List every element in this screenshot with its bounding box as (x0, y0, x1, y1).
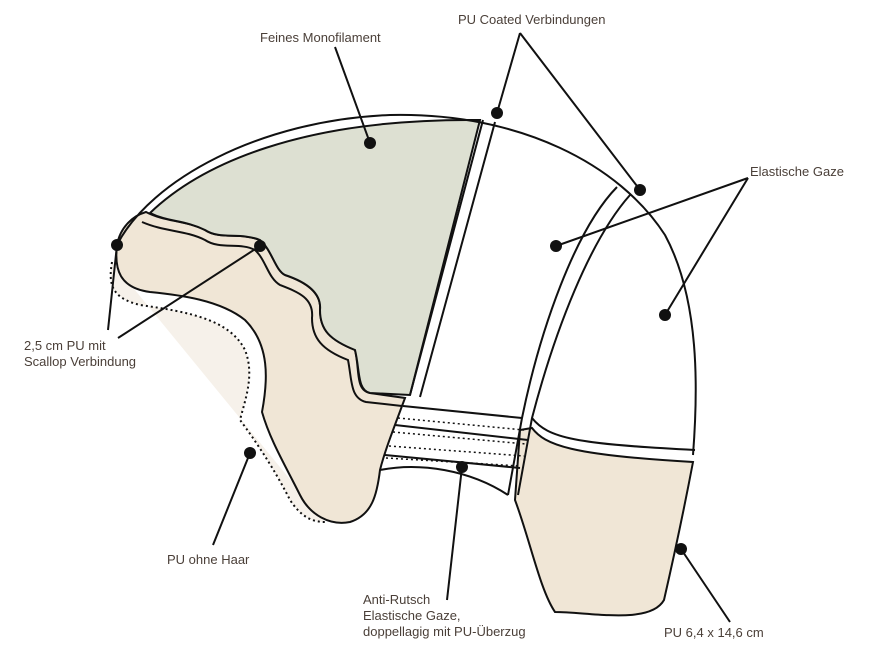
label-pu-no-hair: PU ohne Haar (167, 552, 250, 567)
monofilament-region (148, 118, 482, 397)
label-scallop-line1: 2,5 cm PU mit (24, 338, 106, 353)
label-pu-size: PU 6,4 x 14,6 cm (664, 625, 764, 640)
label-elastic-gauze: Elastische Gaze (750, 164, 844, 179)
pu-right-region (513, 426, 695, 617)
label-pu-coated: PU Coated Verbindungen (458, 12, 606, 27)
label-anti-slip: Anti-Rutsch Elastische Gaze, doppellagig… (363, 592, 526, 640)
label-anti-slip-line3: doppellagig mit PU-Überzug (363, 624, 526, 639)
label-scallop-line2: Scallop Verbindung (24, 354, 137, 369)
label-anti-slip-line2: Elastische Gaze, (363, 608, 461, 623)
label-monofilament: Feines Monofilament (260, 30, 381, 45)
callout-dots (111, 107, 687, 555)
pu-no-hair-region (109, 261, 326, 523)
label-anti-slip-line1: Anti-Rutsch (363, 592, 431, 607)
label-scallop: 2,5 cm PU mit Scallop Verbindung (24, 338, 136, 370)
cap-outline (116, 113, 697, 456)
